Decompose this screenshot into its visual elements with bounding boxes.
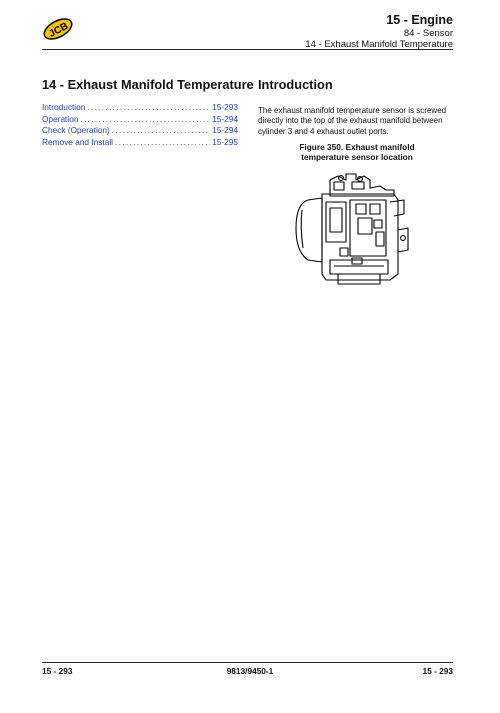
toc-title: 14 - Exhaust Manifold Temperature — [42, 77, 254, 92]
figure-caption: Figure 350. Exhaust manifold temperature… — [258, 142, 456, 163]
header-divider — [42, 49, 453, 50]
figure-caption-line: temperature sensor location — [301, 152, 413, 163]
toc-item-page: 15-295 — [212, 136, 238, 147]
toc-item-operation[interactable]: Operation 15-294 — [42, 114, 238, 126]
toc-item-page: 15-294 — [212, 113, 238, 124]
toc-item-remove-and-install[interactable]: Remove and Install 15-295 — [42, 137, 238, 149]
footer-divider — [42, 662, 453, 663]
toc-item-introduction[interactable]: Introduction 15-293 — [42, 102, 238, 114]
page-header: 15 - Engine 84 - Sensor 14 - Exhaust Man… — [305, 12, 453, 50]
introduction-heading: Introduction — [258, 77, 333, 92]
introduction-paragraph: The exhaust manifold temperature sensor … — [258, 106, 447, 136]
toc-leader — [87, 102, 210, 114]
figure-caption-line: Figure 350. Exhaust manifold — [299, 142, 415, 152]
footer-page-right: 15 - 293 — [422, 666, 453, 676]
toc-item-check-operation[interactable]: Check (Operation) 15-294 — [42, 125, 238, 137]
toc-leader — [112, 125, 210, 137]
toc-item-label: Check (Operation) — [42, 125, 110, 136]
toc-item-page: 15-293 — [212, 102, 238, 112]
section-title: 84 - Sensor — [403, 28, 453, 39]
subsection-title: 14 - Exhaust Manifold Temperature — [305, 39, 453, 50]
chapter-title: 15 - Engine — [386, 13, 453, 27]
toc-item-label: Operation — [42, 113, 79, 124]
engine-sensor-figure — [295, 173, 409, 285]
footer-page-left: 15 - 293 — [42, 666, 73, 676]
toc-leader — [80, 114, 210, 126]
toc-leader — [115, 137, 210, 149]
jcb-logo-icon: JCB — [43, 18, 73, 40]
table-of-contents: Introduction 15-293 Operation 15-294 Che… — [42, 102, 238, 148]
toc-item-label: Introduction — [42, 102, 86, 112]
footer-doc-number: 9813/9450-1 — [226, 666, 274, 676]
toc-item-page: 15-294 — [212, 125, 238, 136]
toc-item-label: Remove and Install — [42, 136, 114, 147]
